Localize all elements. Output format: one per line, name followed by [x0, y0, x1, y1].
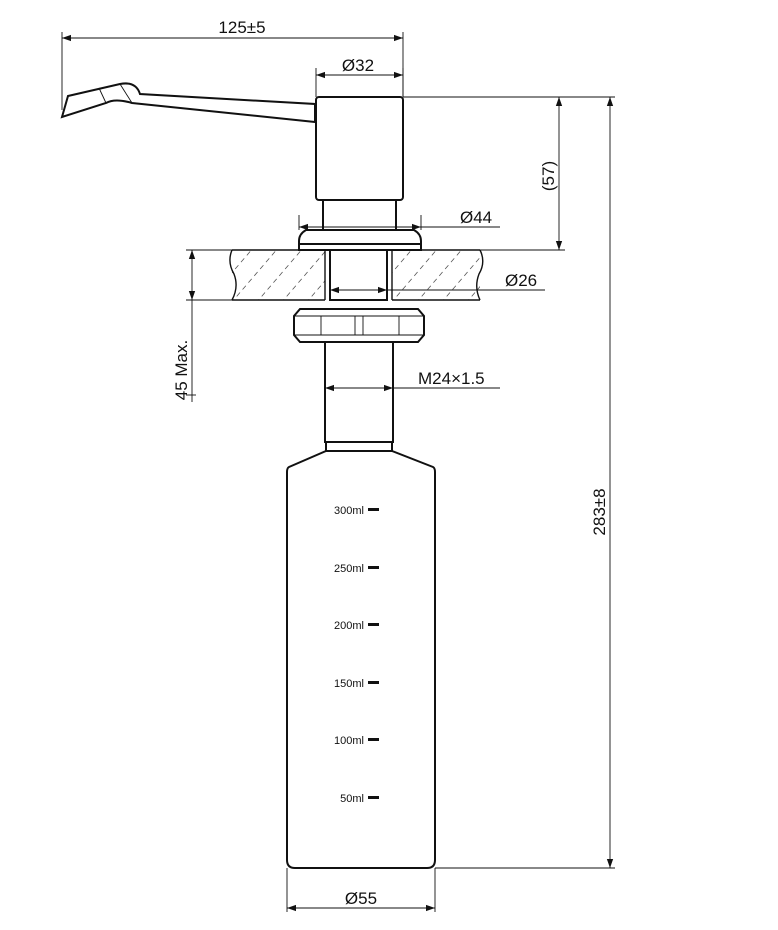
dim-max-thickness-label: 45 Max.	[172, 340, 191, 400]
dim-bottle-diameter	[286, 868, 436, 912]
scale-label-100: 100ml	[334, 735, 364, 747]
spout	[60, 82, 316, 124]
dim-head-diameter-label: Ø32	[342, 56, 374, 75]
dim-hole-diameter-label: Ø26	[505, 271, 537, 290]
scale-label-50: 50ml	[340, 793, 364, 805]
scale-label-150: 150ml	[334, 678, 364, 690]
dim-head-height	[403, 96, 615, 251]
scale-tick	[368, 623, 379, 626]
bottle	[286, 450, 436, 869]
threaded-tube	[324, 341, 394, 452]
scale-label-300: 300ml	[334, 505, 364, 517]
scale-tick	[368, 738, 379, 741]
dim-spout-length-label: 125±5	[218, 18, 265, 37]
dim-head-diameter	[315, 68, 404, 97]
dim-thread-label: M24×1.5	[418, 369, 485, 388]
mounting-nut	[293, 308, 425, 343]
scale-tick	[368, 796, 379, 799]
scale-ticks	[368, 508, 379, 799]
pump-head	[315, 96, 404, 231]
scale-tick	[368, 681, 379, 684]
dim-total-height-label: 283±8	[590, 488, 609, 535]
scale-label-200: 200ml	[334, 620, 364, 632]
scale-label-250: 250ml	[334, 563, 364, 575]
dim-head-height-label: (57)	[539, 161, 558, 191]
shank	[329, 249, 388, 301]
flange	[298, 229, 422, 251]
scale-tick	[368, 566, 379, 569]
scale-tick	[368, 508, 379, 511]
dim-flange-diameter	[298, 215, 500, 231]
dim-total-height	[435, 97, 615, 869]
dim-flange-diameter-label: Ø44	[460, 208, 492, 227]
dim-bottle-diameter-label: Ø55	[345, 889, 377, 908]
dim-max-thickness	[186, 249, 300, 402]
